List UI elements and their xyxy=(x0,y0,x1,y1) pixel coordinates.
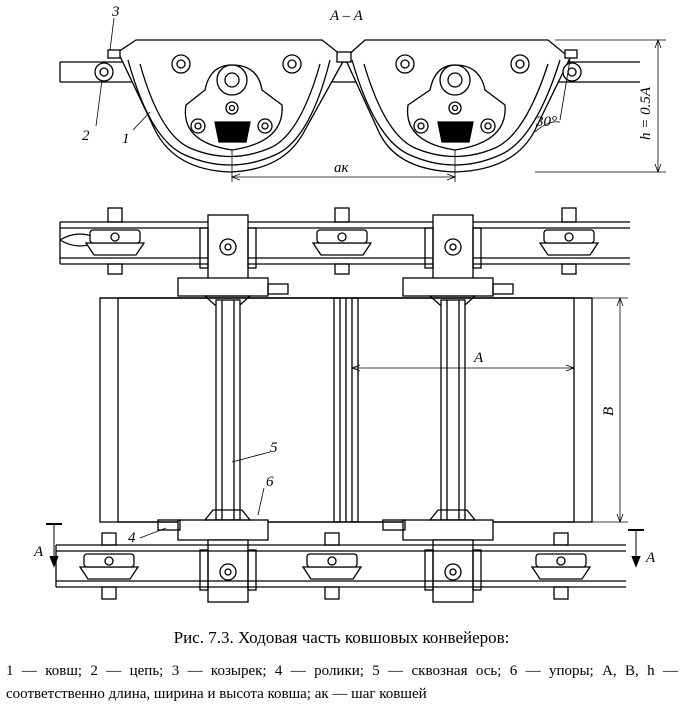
plan-view xyxy=(46,207,644,603)
label-5: 5 xyxy=(270,440,278,456)
label-1: 1 xyxy=(122,131,130,147)
through-axles xyxy=(215,299,466,521)
section-title: A – A xyxy=(329,8,364,24)
lower-chain xyxy=(55,544,626,588)
lower-rollers xyxy=(78,532,592,600)
label-3: 3 xyxy=(111,4,120,20)
conveyor-running-gear-drawing: A – A 3 2 1 30° h = 0.5A aк A B 5 6 4 A … xyxy=(33,4,666,603)
figure-caption: Рис. 7.3. Ходовая часть ковшовых конвейе… xyxy=(173,628,510,647)
buckets-plan xyxy=(99,297,593,523)
label-6: 6 xyxy=(266,474,274,490)
label-4: 4 xyxy=(128,530,136,546)
upper-rollers xyxy=(84,207,600,275)
label-2: 2 xyxy=(82,128,90,144)
lower-mounts xyxy=(157,509,494,603)
figure-legend: 1 — ковш; 2 — цепь; 3 — козырек; 4 — рол… xyxy=(6,663,678,702)
ak-dimension-label: aк xyxy=(334,160,350,176)
section-marker-right: A xyxy=(645,550,656,566)
bucket-right xyxy=(344,39,571,173)
section-marker-left: A xyxy=(33,544,44,560)
A-dimension-label: A xyxy=(473,350,484,366)
B-dimension-label: B xyxy=(601,407,617,416)
angle-label: 30° xyxy=(535,114,557,130)
bucket-left xyxy=(117,39,346,173)
upper-mounts xyxy=(177,214,514,306)
section-view xyxy=(59,17,666,182)
h-dimension-label: h = 0.5A xyxy=(638,86,654,140)
